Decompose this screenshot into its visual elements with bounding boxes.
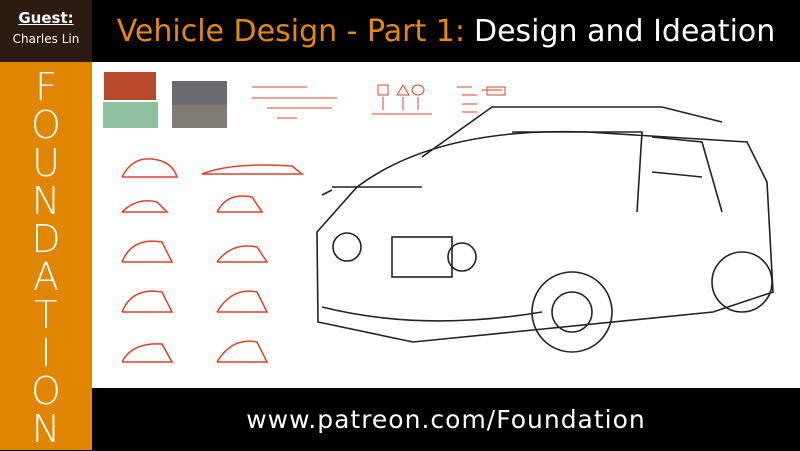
reference-photo <box>104 72 156 100</box>
logo-letter: D <box>31 217 61 261</box>
thumbnail-sketches <box>121 158 305 363</box>
foundation-vertical-logo: F O U N D A T I O N <box>0 62 92 450</box>
logo-letter: N <box>31 179 61 223</box>
logo-letter: O <box>31 103 61 147</box>
reference-photos <box>103 72 227 128</box>
logo-letter: N <box>31 407 61 451</box>
title-white: Design and Ideation <box>473 13 776 49</box>
reference-photo <box>103 102 158 128</box>
guest-label: Guest: <box>18 9 74 27</box>
guest-panel: Guest: Charles Lin <box>0 0 92 62</box>
logo-letter: O <box>31 369 61 413</box>
logo-letter: U <box>32 141 60 185</box>
reference-photo <box>172 81 227 105</box>
title-orange: Vehicle Design - Part 1: <box>116 13 465 49</box>
logo-letter: I <box>40 331 52 375</box>
logo-letter: A <box>33 255 59 299</box>
logo-letter: F <box>35 65 57 109</box>
title-bar: Vehicle Design - Part 1: Design and Idea… <box>92 0 800 62</box>
main-car-sketch <box>316 106 774 353</box>
vehicle-sketch-artwork <box>92 62 800 388</box>
reference-photo <box>172 105 227 128</box>
guest-name: Charles Lin <box>12 32 80 46</box>
footer-url[interactable]: www.patreon.com/Foundation <box>92 388 800 450</box>
logo-letter: T <box>34 293 58 337</box>
handwritten-notes <box>252 84 506 119</box>
